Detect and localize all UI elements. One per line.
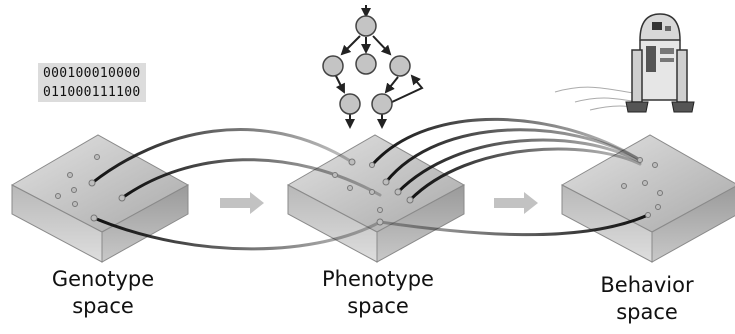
genotype-space-label: Genotype space xyxy=(28,266,178,320)
mapping-curve xyxy=(120,158,382,200)
mapping-curve xyxy=(370,117,642,167)
space-label-line: space xyxy=(72,294,134,318)
space-label-line: Phenotype xyxy=(322,267,434,291)
neural-network-graph-icon xyxy=(322,5,424,129)
behavior-space-label: Behavior space xyxy=(572,272,722,326)
mapping-curve xyxy=(408,147,642,202)
space-label-line: Genotype xyxy=(51,267,155,291)
right-arrow-icon xyxy=(220,192,264,214)
behavior-space-slab xyxy=(560,134,735,263)
mapping-curve xyxy=(396,138,642,194)
space-label-line: space xyxy=(347,294,409,318)
mapping-curve xyxy=(378,213,650,237)
mapping-curve xyxy=(90,128,354,185)
genome-line: 011000111100 xyxy=(43,85,141,100)
phenotype-to-behavior-mappings xyxy=(370,117,650,237)
phenotype-space-label: Phenotype space xyxy=(303,266,453,320)
robot-icon xyxy=(554,13,695,113)
space-label-line: space xyxy=(616,300,678,324)
phenotype-points xyxy=(332,158,414,226)
space-label-line: Behavior xyxy=(600,273,694,297)
genome-bitstring: 000100010000 011000111100 xyxy=(38,63,146,102)
phenotype-space-slab xyxy=(286,134,466,263)
behavior-points xyxy=(621,157,663,218)
right-arrow-icon xyxy=(494,192,538,214)
genotype-points xyxy=(55,154,126,222)
genotype-to-phenotype-mappings xyxy=(90,128,382,251)
genome-line: 000100010000 xyxy=(43,66,141,81)
mapping-curve xyxy=(92,216,382,251)
genotype-space-slab xyxy=(10,134,190,263)
mapping-curve xyxy=(384,128,642,184)
